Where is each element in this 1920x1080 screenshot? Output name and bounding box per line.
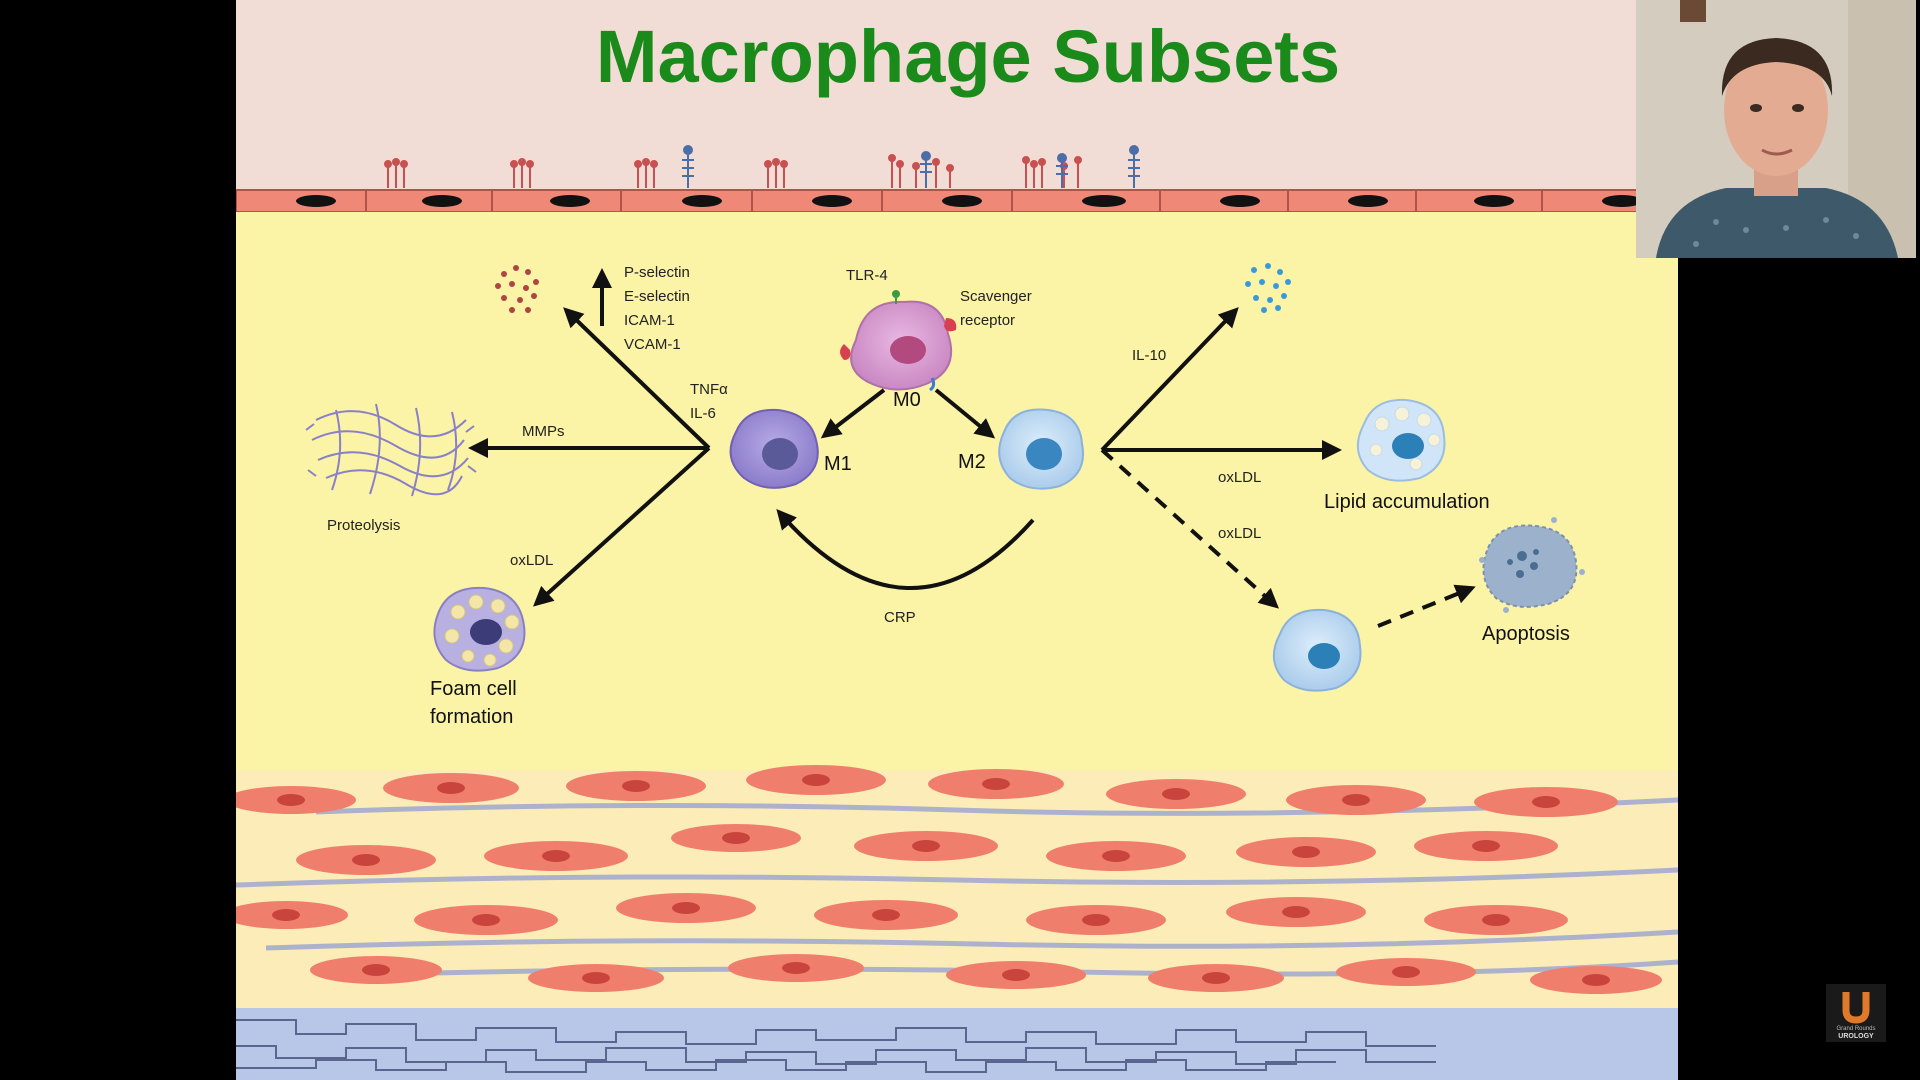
m1-macrophage-icon — [729, 408, 819, 489]
watermark-line1: Grand Rounds — [1836, 1026, 1875, 1032]
label-oxldl-right-bottom: oxLDL — [1218, 525, 1261, 542]
smooth-muscle-layer — [236, 765, 1678, 1008]
m2-oxldl-macrophage-icon — [1273, 608, 1362, 692]
proteolysis-fibers-icon — [305, 403, 477, 497]
grand-rounds-urology-logo: Grand Rounds UROLOGY — [1826, 984, 1886, 1042]
label-m0: M0 — [893, 389, 921, 411]
m2-arrows — [1100, 307, 1342, 460]
m0-arrows — [820, 388, 996, 439]
adventitia-layer — [236, 1008, 1678, 1080]
label-m1: M1 — [824, 453, 852, 475]
label-e-selectin: E-selectin — [624, 288, 690, 305]
slide-header-band — [236, 0, 1678, 200]
slide-title: Macrophage Subsets — [596, 15, 1340, 98]
label-oxldl-left: oxLDL — [510, 552, 553, 569]
label-formation: formation — [430, 706, 513, 728]
foam-cell-icon — [433, 586, 526, 672]
label-m2: M2 — [958, 451, 986, 473]
label-tnfa: TNFα — [690, 381, 728, 398]
label-icam-1: ICAM-1 — [624, 312, 675, 329]
label-proteolysis: Proteolysis — [327, 517, 400, 534]
watermark-line2: UROLOGY — [1838, 1033, 1874, 1040]
dashed-arrows — [1100, 448, 1476, 628]
apoptotic-cell-icon — [1479, 517, 1585, 613]
presenter-webcam — [1636, 0, 1916, 258]
label-foam-cell: Foam cell — [430, 678, 517, 700]
label-vcam-1: VCAM-1 — [624, 336, 681, 353]
label-scavenger: Scavenger — [960, 288, 1032, 305]
label-il-10: IL-10 — [1132, 347, 1166, 364]
m1-arrows — [468, 268, 711, 607]
m2-macrophage-icon — [998, 408, 1084, 490]
label-mmps: MMPs — [522, 423, 565, 440]
crp-arrow — [776, 508, 1035, 591]
label-il-6: IL-6 — [690, 405, 716, 422]
slide: Macrophage Subsets — [236, 0, 1678, 1080]
label-oxldl-right-top: oxLDL — [1218, 469, 1261, 486]
label-lipid-accumulation: Lipid accumulation — [1324, 491, 1490, 513]
label-p-selectin: P-selectin — [624, 264, 690, 281]
lipid-macrophage-icon — [1357, 398, 1446, 482]
cytokine-particles-blue — [1245, 263, 1291, 313]
cytokine-particles-red — [495, 265, 539, 313]
label-tlr-4: TLR-4 — [846, 267, 888, 284]
endothelial-layer — [236, 189, 1678, 213]
label-apoptosis: Apoptosis — [1482, 623, 1570, 645]
surface-markers-blue — [682, 145, 1140, 188]
surface-receptors — [384, 154, 1082, 188]
m0-macrophage-icon — [840, 290, 957, 392]
label-receptor: receptor — [960, 312, 1015, 329]
label-crp: CRP — [884, 609, 916, 626]
